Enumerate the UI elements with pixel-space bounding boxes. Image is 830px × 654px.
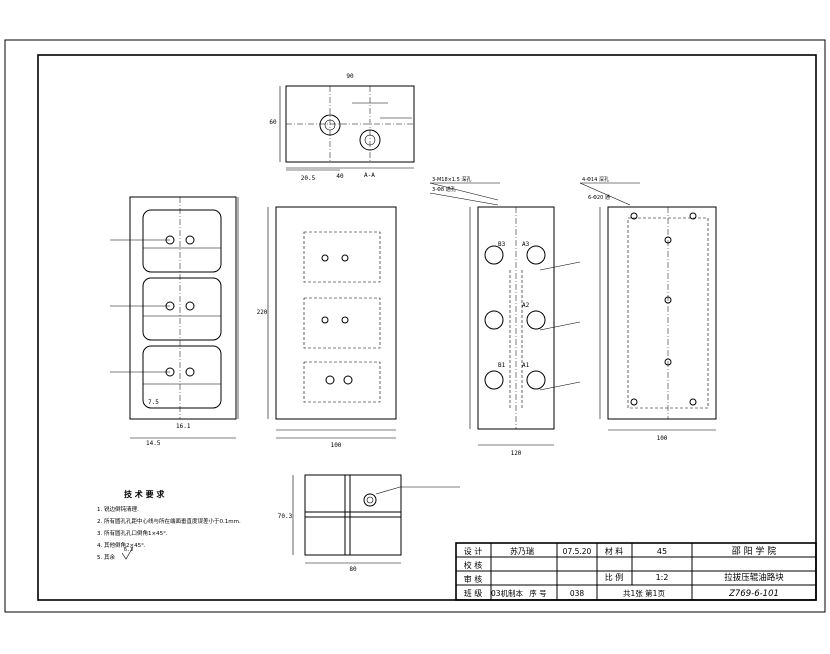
detail-height: 70.3 bbox=[278, 513, 293, 520]
leader-b: 3-Φ8 通孔 bbox=[432, 186, 456, 193]
top-view-height: 60 bbox=[269, 119, 277, 126]
label-b3: B3 bbox=[498, 241, 506, 248]
tech-item-4: 4. 其他倒角2×45°. bbox=[97, 541, 146, 549]
class-label: 班 级 bbox=[464, 588, 483, 598]
design-date: 07.5.20 bbox=[563, 547, 592, 556]
leader-a: 3-M18×1.5 深孔 bbox=[432, 176, 471, 183]
hole-b3 bbox=[484, 245, 504, 265]
material-value: 45 bbox=[657, 547, 667, 556]
right-view: B3 A3 A2 B1 A1 120 3-M18×1.5 深孔 3-Φ8 通孔 bbox=[429, 176, 581, 457]
front-view: 100 220 bbox=[257, 206, 397, 449]
top-view-dim-b: 40 bbox=[336, 173, 344, 180]
detail-width: 80 bbox=[349, 566, 357, 573]
inner-border bbox=[37, 54, 817, 601]
leader-c: 4-Φ14 深孔 bbox=[582, 176, 609, 183]
label-b1: B1 bbox=[498, 362, 506, 369]
top-view-width: 90 bbox=[346, 73, 354, 80]
school-name: 邵 阳 学 院 bbox=[732, 545, 777, 557]
designer-name: 苏乃瑞 bbox=[510, 546, 534, 556]
front-view-width: 100 bbox=[331, 442, 342, 449]
label-a2: A2 bbox=[522, 302, 530, 309]
tech-item-1: 1. 锐边倒钝清理. bbox=[97, 505, 139, 513]
roughness-value: 6.3 bbox=[124, 547, 133, 553]
left-view-dim-3: 7.5 bbox=[148, 399, 159, 406]
tech-item-5: 5. 其余 bbox=[97, 553, 115, 561]
scale-value: 1:2 bbox=[656, 573, 669, 582]
tech-item-2: 2. 所有圆孔孔距中心线与所在端面垂直度误差小于0.1mm. bbox=[97, 517, 241, 525]
left-view-dim-2: 16.1 bbox=[176, 423, 191, 430]
seq-value: 038 bbox=[570, 589, 585, 598]
leader-d: 6-Φ20 通 bbox=[588, 194, 610, 201]
left-view-dim-1: 14.5 bbox=[146, 440, 161, 447]
right-view-width: 120 bbox=[511, 450, 522, 457]
tech-requirements: 技 术 要 求 1. 锐边倒钝清理. 2. 所有圆孔孔距中心线与所在端面垂直度误… bbox=[97, 489, 241, 561]
part-name: 拉拔压辊油路块 bbox=[724, 572, 784, 583]
far-right-view: 100 4-Φ14 深孔 6-Φ20 通 bbox=[579, 176, 717, 442]
sheet-count: 共1张 第1页 bbox=[623, 588, 665, 598]
roughness-symbol bbox=[121, 546, 134, 560]
detail-view: 80 70.3 bbox=[278, 474, 460, 573]
design-label: 设 计 bbox=[464, 546, 483, 556]
tech-item-3: 3. 所有圆孔孔口倒角1×45°. bbox=[97, 529, 168, 537]
top-view-section-mark: A-A bbox=[364, 172, 375, 179]
label-a1: A1 bbox=[522, 362, 530, 369]
front-view-height: 220 bbox=[257, 309, 268, 316]
material-label: 材 料 bbox=[605, 546, 624, 556]
drawing-number: Z769-6-101 bbox=[728, 589, 779, 599]
title-block: 设 计 苏乃瑞 07.5.20 校 核 审 核 班 级 03机制本 序 号 03… bbox=[455, 542, 817, 601]
far-right-width: 100 bbox=[657, 435, 668, 442]
seq-label: 序 号 bbox=[529, 588, 546, 598]
top-view-dim-a: 20.5 bbox=[301, 175, 316, 182]
tech-requirements-title: 技 术 要 求 bbox=[124, 489, 165, 499]
left-view: 14.5 16.1 7.5 bbox=[110, 196, 239, 447]
check-label: 校 核 bbox=[464, 560, 483, 570]
review-label: 审 核 bbox=[464, 574, 483, 584]
class-value: 03机制本 bbox=[491, 588, 524, 598]
top-view: 90 60 20.5 40 A-A bbox=[269, 73, 415, 182]
outer-border bbox=[4, 39, 826, 613]
label-a3: A3 bbox=[522, 241, 530, 248]
scale-label: 比 例 bbox=[605, 572, 624, 582]
